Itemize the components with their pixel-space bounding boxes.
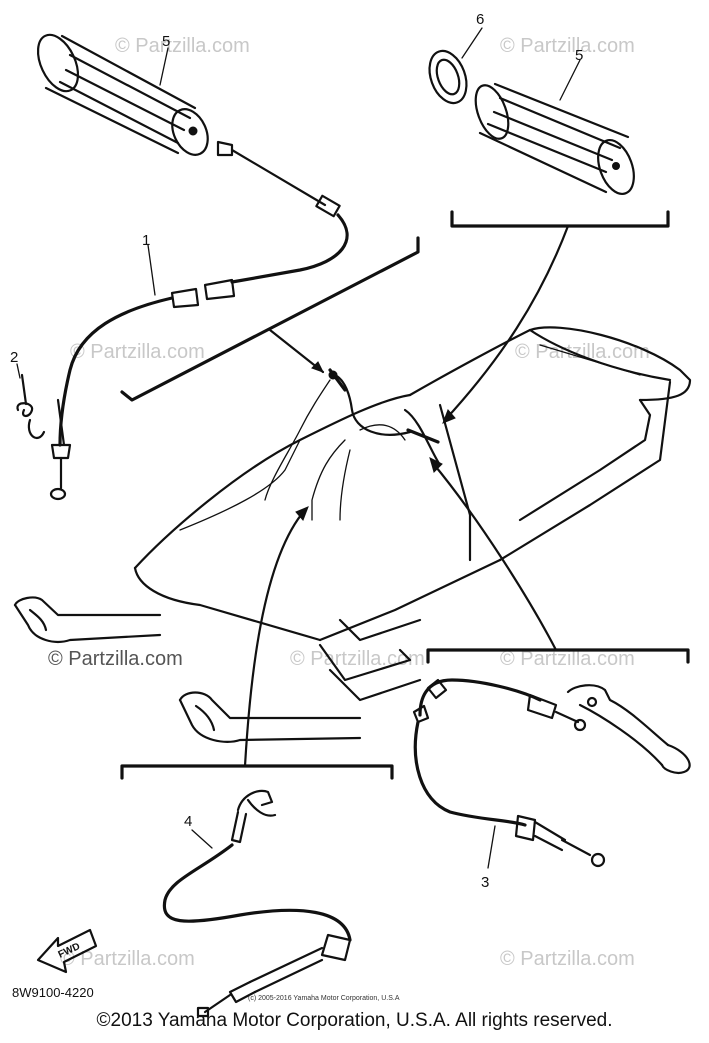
bracket-left: [120, 236, 420, 402]
watermark: © Partzilla.com: [500, 948, 635, 970]
handlebar-wires: [264, 368, 440, 521]
watermark: © Partzilla.com: [70, 341, 205, 363]
callout-number: 5: [162, 33, 170, 50]
part-code: 8W9100-4220: [12, 985, 94, 1000]
callout-number: 6: [476, 11, 484, 28]
leader-arrow: [430, 460, 558, 652]
grip-right: [474, 82, 635, 195]
bracket-bottom-left: [120, 764, 394, 780]
grip-ring: [428, 49, 468, 105]
watermark: © Partzilla.com: [48, 648, 183, 670]
callout-number: 4: [184, 813, 192, 830]
callout-number: 1: [142, 232, 150, 249]
arrow-head: [311, 361, 325, 373]
callout-leader: [159, 47, 169, 86]
brake-lever: [566, 684, 691, 774]
grip-left: [36, 33, 209, 156]
leader-arrow: [443, 224, 570, 422]
watermark: © Partzilla.com: [115, 35, 250, 57]
callout-leader: [147, 244, 156, 296]
watermark: © Partzilla.com: [515, 341, 650, 363]
watermark: © Partzilla.com: [290, 648, 425, 670]
bracket-top-right: [450, 210, 670, 228]
callout-leader: [487, 825, 496, 869]
cable-item-4: [162, 789, 352, 1018]
callout-number: 3: [481, 874, 489, 891]
watermark: © Partzilla.com: [500, 35, 635, 57]
bracket-bottom-right: [426, 648, 690, 664]
callout-leader: [16, 363, 21, 379]
callout-leader: [191, 829, 213, 849]
snowmobile-outline: [133, 326, 692, 682]
arrow-head: [442, 409, 456, 424]
throttle-cable: [49, 140, 349, 501]
callout-number: 2: [10, 349, 18, 366]
watermark: © Partzilla.com: [60, 948, 195, 970]
arrow-head: [429, 457, 443, 473]
footer-copyright: ©2013 Yamaha Motor Corporation, U.S.A. A…: [96, 1010, 613, 1031]
callout-leader: [461, 27, 483, 59]
callout-number: 5: [575, 47, 583, 64]
leader-arrow: [243, 508, 307, 768]
small-copyright: (c) 2005-2016 Yamaha Motor Corporation, …: [248, 995, 400, 1002]
clip: [16, 373, 46, 439]
brake-cable: [412, 678, 606, 868]
ski-left: [13, 596, 162, 643]
arrow-head: [295, 506, 309, 521]
leader-arrow: [268, 328, 325, 374]
callout-leader: [559, 59, 581, 101]
watermark: © Partzilla.com: [500, 648, 635, 670]
ski-right: [178, 668, 422, 743]
